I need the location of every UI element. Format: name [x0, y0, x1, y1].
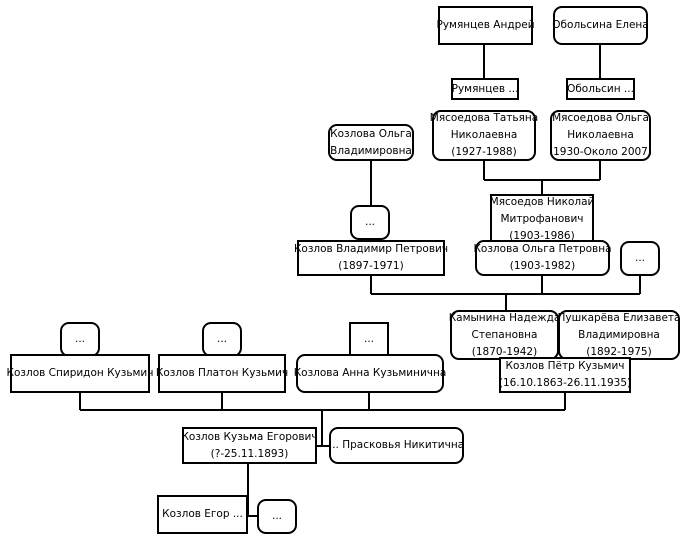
- person-obolsin-short[interactable]: Обольсин ...: [566, 78, 635, 100]
- person-patronymic: Николаевна: [567, 129, 634, 141]
- person-kozlov-vladimir[interactable]: Козлов Владимир Петрович (1897-1971): [293, 240, 449, 276]
- person-name: Козлова Ольга Петровна: [473, 243, 612, 255]
- person-dates: (1903-1982): [509, 260, 576, 272]
- person-rumyantsev-andrey[interactable]: Румянцев Андрей: [436, 6, 535, 45]
- person-name: Мясоедов Николай: [489, 195, 595, 208]
- person-unknown-1[interactable]: ...: [350, 205, 390, 240]
- person-myasoedova-olga[interactable]: Мясоедова Ольга Николаевна (1930-Около 2…: [549, 110, 652, 161]
- person-unknown-6[interactable]: ...: [257, 499, 297, 534]
- person-name: Козлов Егор ...: [162, 508, 243, 520]
- person-kozlov-petr[interactable]: Козлов Пётр Кузьмич (16.10.1863-26.11.19…: [499, 357, 631, 393]
- person-kozlova-olga-vladimirovna[interactable]: Козлова Ольга Владимировна: [328, 124, 414, 161]
- person-patronymic: Владимировна: [578, 328, 660, 341]
- person-pushkareva-elizaveta[interactable]: Пушкарёва Елизавета Владимировна (1892-1…: [558, 310, 680, 360]
- person-name: ... Прасковья Никитична: [328, 439, 465, 451]
- person-name: Козлов Владимир Петрович: [293, 243, 449, 255]
- person-unknown-2[interactable]: ...: [620, 241, 660, 276]
- person-name: ...: [271, 510, 282, 522]
- person-dates: (1870-1942): [471, 345, 538, 358]
- person-name: ...: [74, 333, 85, 345]
- person-kozlova-olga-petrovna[interactable]: Козлова Ольга Петровна (1903-1982): [473, 240, 612, 276]
- person-name: Мясоедова Татьяна: [429, 112, 539, 124]
- person-myasoedov-nikolay[interactable]: Мясоедов Николай Митрофанович (1903-1986…: [490, 194, 594, 244]
- person-name: Козлов Пётр Кузьмич: [505, 360, 625, 372]
- person-dates: (1930-Около 2007): [549, 146, 652, 158]
- person-kamynina-nadezhda[interactable]: Камынина Надежда Степановна (1870-1942): [448, 310, 561, 360]
- person-name: Мясоедова Ольга: [552, 112, 649, 124]
- person-obolsina-elena[interactable]: Обольсина Елена: [552, 6, 649, 45]
- person-name: Камынина Надежда: [448, 311, 561, 324]
- person-dates: (?-25.11.1893): [210, 447, 289, 460]
- person-name: ...: [364, 216, 375, 228]
- person-kozlov-kuzma[interactable]: Козлов Кузьма Егорович (?-25.11.1893): [181, 427, 318, 464]
- person-name: Козлов Кузьма Егорович: [181, 430, 318, 443]
- person-name: ...: [634, 252, 645, 264]
- person-name: Обольсина Елена: [552, 19, 649, 31]
- person-dates: (16.10.1863-26.11.1935): [498, 377, 632, 389]
- person-name: Козлова Ольга: [330, 127, 412, 140]
- person-unknown-5[interactable]: ...: [349, 322, 389, 357]
- person-patronymic: Николаевна: [450, 129, 518, 141]
- person-name: Пушкарёва Елизавета: [557, 311, 681, 324]
- person-myasoedova-tatyana[interactable]: Мясоедова Татьяна Николаевна (1927-1988): [429, 110, 539, 161]
- person-name: Обольсин ...: [567, 82, 634, 95]
- person-dates: (1903-1986): [509, 229, 575, 242]
- person-patronymic: Степановна: [471, 328, 538, 341]
- person-name: Румянцев ...: [451, 82, 519, 95]
- person-patronymic: Владимировна: [330, 144, 412, 157]
- person-unknown-3[interactable]: ...: [60, 322, 100, 357]
- person-kozlov-egor[interactable]: Козлов Егор ...: [157, 495, 248, 534]
- person-name: ...: [363, 333, 374, 345]
- person-patronymic: Митрофанович: [500, 212, 584, 225]
- person-name: Козлов Платон Кузьмич: [155, 367, 289, 379]
- person-unknown-4[interactable]: ...: [202, 322, 242, 357]
- person-praskovya[interactable]: ... Прасковья Никитична: [329, 427, 464, 464]
- person-name: Козлова Анна Кузьминична: [293, 367, 447, 379]
- person-name: Козлов Спиридон Кузьмич: [6, 367, 154, 379]
- person-kozlov-spiridon[interactable]: Козлов Спиридон Кузьмич: [7, 354, 153, 393]
- person-dates: (1897-1971): [338, 260, 404, 272]
- person-kozlov-platon[interactable]: Козлов Платон Кузьмич: [155, 354, 289, 393]
- person-dates: (1927-1988): [451, 146, 517, 158]
- person-rumyantsev-short[interactable]: Румянцев ...: [451, 78, 519, 100]
- person-kozlova-anna[interactable]: Козлова Анна Кузьминична: [293, 354, 447, 393]
- person-name: Румянцев Андрей: [436, 19, 535, 31]
- person-name: ...: [216, 333, 227, 345]
- person-dates: (1892-1975): [586, 345, 652, 358]
